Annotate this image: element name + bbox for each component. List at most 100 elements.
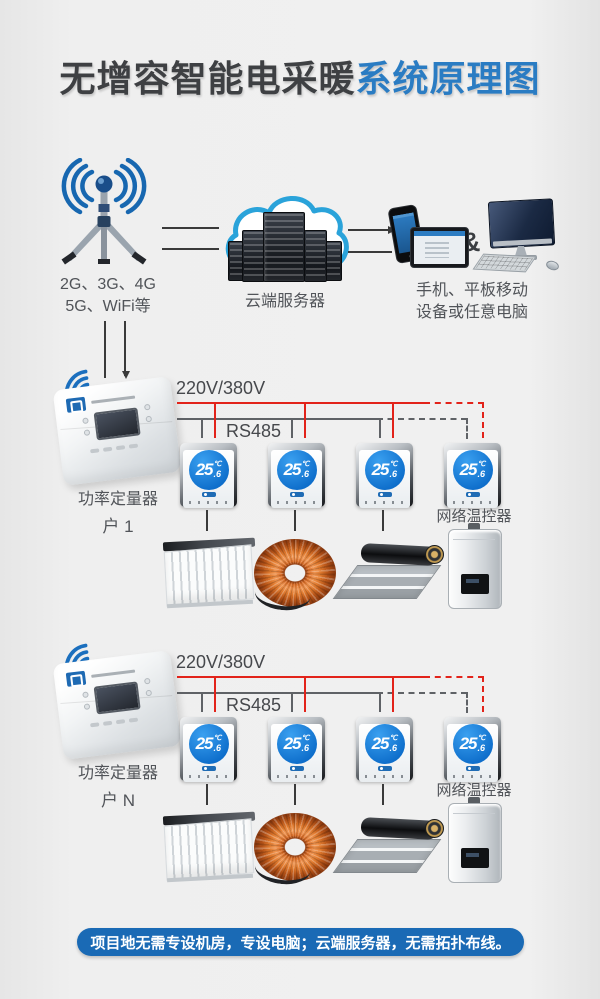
thermostat-decimal: .6 xyxy=(389,743,398,753)
thermostat-display: 25 ℃.6 xyxy=(276,450,317,490)
radiator-icon xyxy=(162,811,256,886)
thermostat-temp: 25 xyxy=(195,734,214,753)
thermostat-decimal: .6 xyxy=(477,743,486,753)
thermostat-unit: ℃ xyxy=(301,735,310,742)
network-thermostat-label: 网络温控器 xyxy=(436,508,512,525)
thermostat-face: 25 ℃.6 xyxy=(447,450,498,508)
rs485-drop-dashed xyxy=(466,418,468,439)
page-title: 无增容智能电采暖系统原理图 xyxy=(0,50,600,102)
antenna-label-line2: 5G、WiFi等 xyxy=(65,298,151,315)
heating-film-icon xyxy=(332,817,445,875)
thermostat-buttons xyxy=(189,775,228,778)
rs485-drop xyxy=(379,692,381,712)
rs485-bus-line xyxy=(177,692,378,694)
thermostat-load-link xyxy=(382,510,384,531)
server-tower xyxy=(263,212,305,282)
thermostat-temp: 25 xyxy=(283,734,302,753)
heater-seam xyxy=(453,539,495,540)
power-drop xyxy=(304,676,306,712)
cloud-devices-arrow xyxy=(348,226,396,234)
antenna-label-line1: 2G、3G、4G xyxy=(59,276,157,293)
power-drop xyxy=(214,676,216,712)
thermostat-load-link xyxy=(206,784,208,805)
device-screen xyxy=(93,407,141,441)
rs485-drop xyxy=(201,418,203,438)
thermostat-buttons xyxy=(365,775,404,778)
radiator-fins xyxy=(163,544,255,607)
antenna-label: 2G、3G、4G 5G、WiFi等 xyxy=(30,274,186,318)
thermostat-decimal: .6 xyxy=(213,743,222,753)
thermostat-icon: 25 ℃.6 xyxy=(180,443,237,508)
heating-film-icon xyxy=(332,543,445,601)
server-tower xyxy=(325,241,342,281)
client-devices-label: 手机、平板移动 设备或任意电脑 xyxy=(390,280,554,324)
thermostat-unit: ℃ xyxy=(301,461,310,468)
thermostat-decimal: .6 xyxy=(389,469,398,479)
antenna-icon xyxy=(52,157,156,272)
thermostat-logo xyxy=(377,492,392,497)
heater-control-panel xyxy=(461,574,489,594)
antenna-cloud-link-top xyxy=(162,227,219,229)
heater-seam xyxy=(453,813,495,814)
thermostat-display: 25 ℃.6 xyxy=(188,450,229,490)
rs485-drop xyxy=(291,692,293,712)
antenna-device-arrow xyxy=(122,321,130,379)
power-drop-dashed xyxy=(482,402,484,438)
household-label: 户 1 xyxy=(102,517,134,536)
thermostat-unit: ℃ xyxy=(477,461,486,468)
thermostat-display: 25 ℃.6 xyxy=(188,724,229,764)
thermostat-logo xyxy=(377,766,392,771)
thermostat-logo xyxy=(289,492,304,497)
thermostat-display: 25 ℃.6 xyxy=(276,724,317,764)
thermostat-logo xyxy=(465,766,480,771)
thermostat-temp: 25 xyxy=(459,460,478,479)
heating-cable-icon xyxy=(253,813,336,887)
power-line-label: 220V/380V xyxy=(176,652,266,672)
power-drop xyxy=(304,402,306,438)
power-limiter-device xyxy=(52,376,182,486)
monitor-stand xyxy=(515,246,527,256)
thermostat-face: 25 ℃.6 xyxy=(359,724,410,782)
rs485-drop xyxy=(201,692,203,712)
cloud-server-label: 云端服务器 xyxy=(244,293,325,310)
thermostat-icon: 25 ℃.6 xyxy=(356,717,413,782)
rs485-drop xyxy=(379,418,381,438)
footer-banner: 项目地无需专设机房，专设电脑；云端服务器，无需拓扑布线。 xyxy=(77,928,524,956)
thermostat-unit: ℃ xyxy=(213,461,222,468)
thermostat-temp: 25 xyxy=(195,460,214,479)
thermostat-display: 25 ℃.6 xyxy=(364,450,405,490)
server-tower xyxy=(242,230,265,282)
thermostat-temp: 25 xyxy=(371,734,390,753)
rs485-drop xyxy=(291,418,293,438)
household-section-1: 功率定量器 户 1 220V/380V RS485 25 ℃.6 xyxy=(0,366,600,626)
antenna-cloud-link-bottom xyxy=(162,248,219,250)
thermostat-icon: 25 ℃.6 xyxy=(356,443,413,508)
film-roll-cap xyxy=(424,818,445,839)
thermostat-face: 25 ℃.6 xyxy=(271,450,322,508)
power-limiter-device xyxy=(52,650,182,760)
tablet-icon xyxy=(410,227,469,268)
film-sheet xyxy=(332,565,442,599)
rs485-bus-line xyxy=(177,418,378,420)
thermostat-icon: 25 ℃.6 xyxy=(268,717,325,782)
power-line-dashed xyxy=(424,402,484,404)
cable-coil-ring xyxy=(254,539,336,607)
network-thermostat-label: 网络温控器 xyxy=(436,782,512,799)
thermostat-load-link xyxy=(206,510,208,531)
thermostat-icon: 25 ℃.6 xyxy=(180,717,237,782)
thermostat-buttons xyxy=(453,775,492,778)
thermostat-logo xyxy=(201,492,216,497)
power-line xyxy=(177,676,425,678)
thermostat-temp: 25 xyxy=(459,734,478,753)
film-roll-cap xyxy=(424,544,445,565)
power-line-label: 220V/380V xyxy=(176,378,266,398)
heater-body xyxy=(448,803,502,883)
title-blue-part: 系统原理图 xyxy=(355,58,541,99)
power-drop xyxy=(392,676,394,712)
thermostat-logo xyxy=(465,492,480,497)
thermostat-display: 25 ℃.6 xyxy=(364,724,405,764)
heater-body xyxy=(448,529,502,609)
thermostat-buttons xyxy=(277,775,316,778)
mouse-icon xyxy=(544,259,561,272)
rs485-drop-dashed xyxy=(466,692,468,713)
